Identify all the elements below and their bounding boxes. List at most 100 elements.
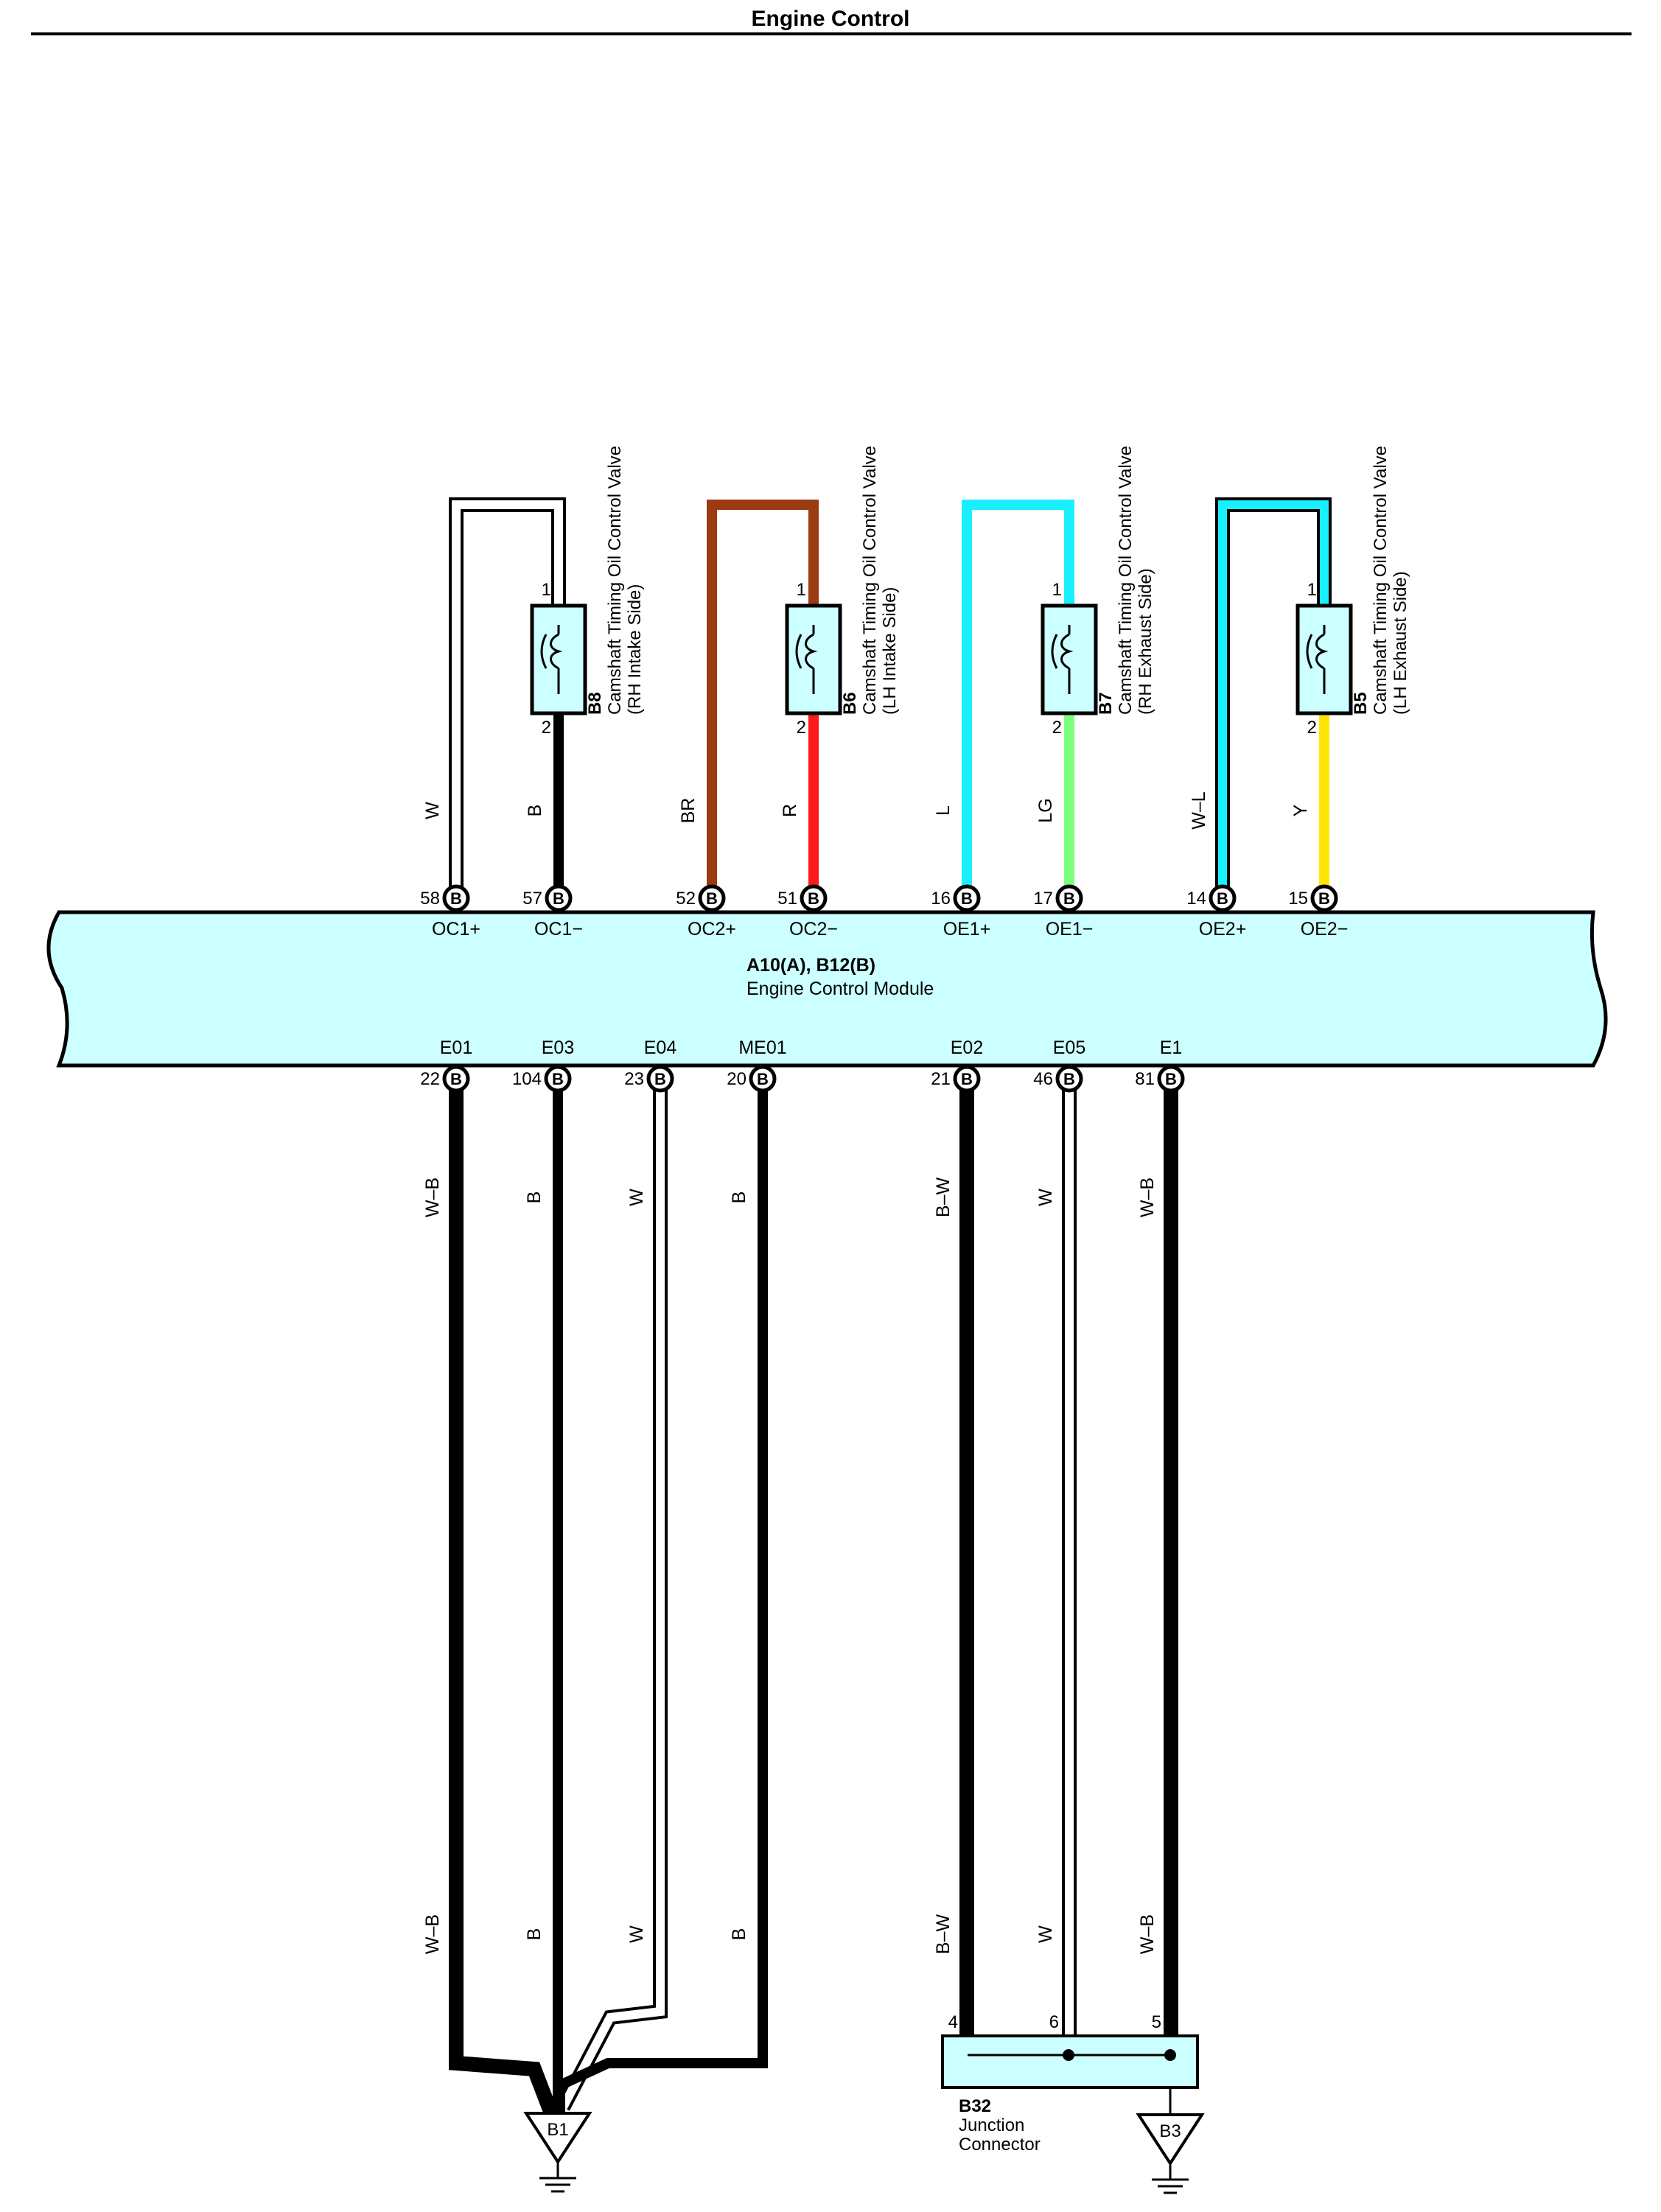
terminal-signal-name: ME01 <box>738 1037 786 1058</box>
terminal-pin-number: 21 <box>931 1069 951 1089</box>
ecm-code: A10(A), B12(B) <box>746 955 875 976</box>
ground-code: B1 <box>547 2120 568 2140</box>
terminal-signal-name: E01 <box>440 1037 472 1058</box>
terminal-pin-number: 52 <box>676 889 696 909</box>
wire-color-label: W–B <box>422 1177 443 1217</box>
terminal-connector-letter: B <box>961 889 973 908</box>
valve-body <box>1295 603 1353 715</box>
wire-color-label: W–B <box>1137 1177 1158 1217</box>
terminal-pin-number: 46 <box>1033 1069 1053 1089</box>
terminal-circle <box>442 884 470 912</box>
valve-name: Camshaft Timing Oil Control Valve <box>1116 446 1136 715</box>
terminal-pin-number: 16 <box>931 889 951 909</box>
terminal-pin-number: 81 <box>1135 1069 1155 1089</box>
terminal-connector-letter: B <box>1318 889 1330 908</box>
valve-pin-top: 1 <box>1052 580 1062 600</box>
wire-color-label: L <box>933 805 954 816</box>
wire-outline <box>556 1078 668 2111</box>
terminal-signal-name: OE2+ <box>1199 919 1247 939</box>
terminal-circle <box>442 1065 470 1093</box>
wire-color-label: W <box>626 1189 647 1206</box>
terminal-connector-letter: B <box>1165 1070 1177 1088</box>
ground-triangle <box>1136 2113 1205 2166</box>
valve-body <box>1041 603 1098 715</box>
ecm-body <box>46 910 1608 1068</box>
valve-pin-top: 1 <box>797 580 806 600</box>
valve-pin-bottom: 2 <box>1307 718 1317 738</box>
junction-label-1: Junction <box>959 2115 1024 2135</box>
terminal-signal-name: OE1+ <box>943 919 991 939</box>
valve-code: B7 <box>1096 692 1116 715</box>
valve-code: B8 <box>585 692 605 715</box>
terminal-circle <box>749 1065 777 1093</box>
wire-W–B <box>452 1078 556 2115</box>
ground-triangle <box>523 2112 592 2165</box>
terminal-circle <box>953 884 981 912</box>
terminal-signal-name: E04 <box>644 1037 677 1058</box>
terminal-circle <box>1055 1065 1083 1093</box>
terminal-connector-letter: B <box>553 889 564 908</box>
wire-color-label: R <box>780 804 800 817</box>
junction-label-2: Connector <box>959 2135 1041 2155</box>
terminal-signal-name: OC1+ <box>432 919 480 939</box>
wire-color-label: Y <box>1290 804 1311 816</box>
wire-color-label: B <box>525 805 545 817</box>
terminal-connector-letter: B <box>1063 889 1075 908</box>
wire-outline <box>449 1078 559 2116</box>
terminal-circle <box>800 884 828 912</box>
terminals-layer: B58OC1+B57OC1−B52OC2+B51OC2−B16OE1+B17OE… <box>420 884 1349 1093</box>
wire-color-label: W <box>1035 1925 1056 1943</box>
valve-pin-bottom: 2 <box>797 718 806 738</box>
terminal-circle <box>1055 884 1083 912</box>
terminal-connector-letter: B <box>706 889 718 908</box>
wire-color-label: B <box>524 1191 545 1204</box>
terminal-pin-number: 23 <box>624 1069 644 1089</box>
valve-pin-bottom: 2 <box>1052 718 1062 738</box>
terminal-circle <box>646 1065 674 1093</box>
terminal-signal-name: OE2− <box>1301 919 1349 939</box>
valve-name: Camshaft Timing Oil Control Valve <box>1371 446 1391 715</box>
junction-pin-label: 6 <box>1049 2012 1059 2032</box>
terminal-signal-name: OC2+ <box>688 919 736 939</box>
junction-pin-label: 5 <box>1152 2012 1161 2032</box>
wire-color-label: B–W <box>933 1914 954 1955</box>
wire-W <box>452 500 563 900</box>
valve-name: Camshaft Timing Oil Control Valve <box>605 446 625 715</box>
terminal-pin-number: 51 <box>777 889 797 909</box>
valve-body <box>785 603 842 715</box>
valve-pin-bottom: 2 <box>542 718 551 738</box>
wire-W–L <box>1218 500 1329 900</box>
valve-location: (RH Exhaust Side) <box>1136 568 1155 715</box>
terminal-signal-name: E1 <box>1160 1037 1183 1058</box>
terminal-connector-letter: B <box>757 1070 769 1088</box>
terminal-connector-letter: B <box>1063 1070 1075 1088</box>
wire-color-label: LG <box>1035 798 1056 822</box>
valve-pin-top: 1 <box>542 580 551 600</box>
terminal-circle <box>1157 1065 1185 1093</box>
ground-b3: B3 <box>1136 2113 1205 2194</box>
wire-color-label: B <box>524 1928 545 1941</box>
terminal-connector-letter: B <box>654 1070 666 1088</box>
valve-pin-top: 1 <box>1307 580 1317 600</box>
terminal-pin-number: 58 <box>420 889 440 909</box>
terminal-signal-name: E02 <box>951 1037 983 1058</box>
terminal-pin-number: 20 <box>727 1069 746 1089</box>
valve-body <box>530 603 587 715</box>
terminal-pin-number: 15 <box>1288 889 1308 909</box>
wire-color-label: W–B <box>422 1914 443 1954</box>
terminal-pin-number: 57 <box>522 889 542 909</box>
terminal-pin-number: 17 <box>1033 889 1053 909</box>
terminal-circle <box>698 884 726 912</box>
terminal-signal-name: OC2− <box>789 919 838 939</box>
terminal-connector-letter: B <box>450 1070 462 1088</box>
wire-color-label: W <box>422 802 443 819</box>
wire-color-label: W <box>1035 1189 1056 1206</box>
valve-coil-symbol <box>1306 633 1329 670</box>
terminal-circle <box>953 1065 981 1093</box>
junction-node <box>1164 2049 1176 2061</box>
